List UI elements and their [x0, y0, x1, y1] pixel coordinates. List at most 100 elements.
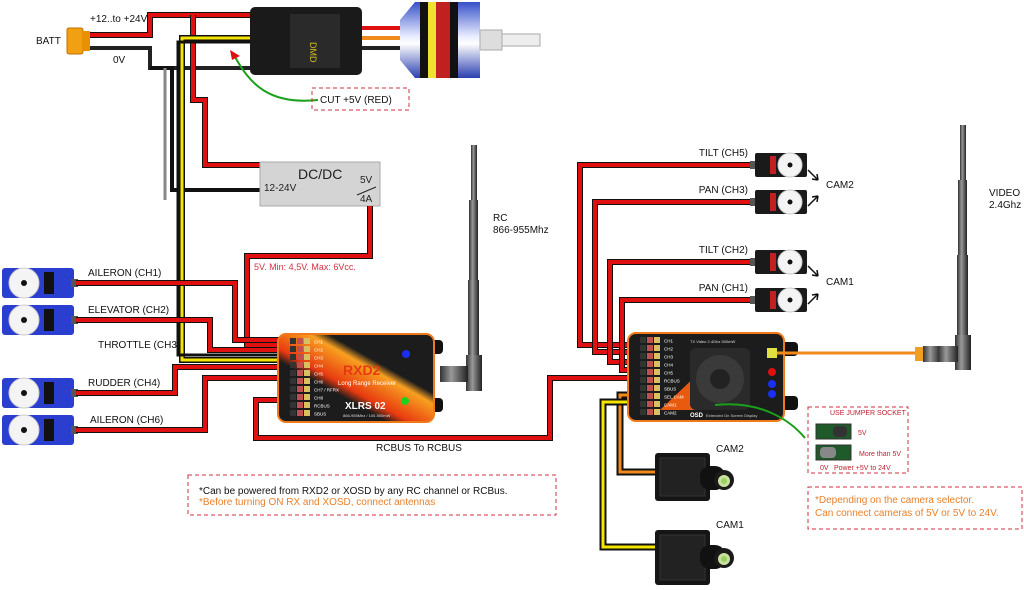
cam2-group-label: CAM2: [826, 180, 854, 191]
pin-header: CAM2: [640, 409, 677, 416]
camera-cam2-label: CAM2: [716, 444, 744, 455]
camera-cam1: [655, 530, 734, 585]
dcdc-spec: 5V. Min: 4,5V. Max: 6Vcc.: [254, 262, 356, 272]
pin-header: CH8: [290, 394, 323, 401]
servo-label: AILERON (CH1): [88, 268, 161, 279]
cut-note: CUT +5V (RED): [320, 95, 392, 106]
rc-antenna-freq: 866-955Mhz: [493, 225, 549, 236]
speed-controller: DMD: [250, 7, 362, 75]
pin-label: CH6: [314, 380, 323, 385]
jumper-opt1: 5V: [858, 430, 867, 437]
pin-header: CH6: [290, 378, 323, 385]
dcdc-converter: DC/DC 12-24V 5V 4A: [259, 161, 381, 207]
servo-label: TILT (CH2): [699, 245, 748, 256]
xosd-name: OSD: [690, 413, 704, 419]
xosd-title: TX Video 2.4Ghz 500mW: [690, 339, 736, 344]
video-antenna: [915, 125, 971, 370]
pin-header: SEL CAM: [640, 393, 684, 400]
pin-header: SBUS: [290, 410, 326, 417]
pin-label: CH4: [314, 364, 323, 369]
rc-antenna-label: RC: [493, 213, 507, 224]
gimbal-servo-wires: [577, 162, 750, 373]
positive-voltage-label: +12..to +24V: [90, 14, 148, 25]
gimbal-servos: TILT (CH5)PAN (CH3)TILT (CH2)PAN (CH1): [699, 148, 807, 313]
pin-label: CAM1: [664, 403, 677, 408]
pin-label: SBUS: [314, 412, 326, 417]
pin-label: CH3: [664, 355, 673, 360]
xosd-subtitle: Extended On Screen Display: [706, 413, 757, 418]
rcbus-label: RCBUS To RCBUS: [376, 443, 462, 454]
servo-gimbal: [750, 189, 807, 215]
pin-header: CH3: [290, 354, 323, 361]
pin-header: CH5: [290, 370, 323, 377]
xosd-board: TX Video 2.4Ghz 500mW OSD Extended On Sc…: [627, 332, 798, 422]
pin-header: CH5: [640, 369, 673, 376]
esc-brand: DMD: [308, 42, 318, 63]
jumper-pin-power: Power +5V to 24V: [834, 465, 891, 472]
led-green: [401, 397, 409, 405]
power-note-box: [187, 474, 557, 516]
camera-cam1-label: CAM1: [716, 520, 744, 531]
motor: [400, 2, 541, 78]
rc-antenna: [440, 145, 482, 391]
pin-label: CH1: [314, 340, 323, 345]
power-note: *Can be powered from RXD2 or XOSD by any…: [199, 486, 507, 497]
cam1-group-label: CAM1: [826, 277, 854, 288]
pin-header: RCBUS: [290, 402, 330, 409]
pin-label: CH1: [664, 339, 673, 344]
pin-label: RCBUS: [664, 379, 680, 384]
pin-header: CH3: [640, 353, 673, 360]
jumper-opt2: More than 5V: [859, 451, 901, 458]
ground-label: 0V: [113, 55, 126, 66]
jumper-box: USE JUMPER SOCKET 5V More than 5V 0V Pow…: [807, 406, 909, 474]
video-antenna-label: VIDEO: [989, 188, 1020, 199]
pin-label: SEL CAM: [664, 395, 684, 400]
camera-cam2: [655, 453, 734, 501]
batt-label: BATT: [36, 36, 61, 47]
rxd2-subtitle: Long Range Receiver: [338, 381, 396, 387]
pin-label: CH7 / RFRX: [314, 388, 339, 393]
servo-gimbal: [750, 287, 807, 313]
jumper-pin-0v: 0V: [820, 465, 829, 472]
pin-label: CH3: [314, 356, 323, 361]
servo-blue: [2, 414, 78, 446]
servo-label: RUDDER (CH4): [88, 378, 160, 389]
group-arrows: [807, 169, 819, 305]
servo-blue: [2, 267, 78, 299]
pin-header: CH1: [640, 337, 673, 344]
servo-label: THROTTLE (CH3): [98, 340, 180, 351]
receiver-servos: AILERON (CH1) ELEVATOR (CH2) THROTTLE (CH3…: [2, 267, 180, 446]
pin-header: CH4: [290, 362, 323, 369]
rxd2-receiver: RXD2 Long Range Receiver XLRS 02 866-955…: [277, 333, 443, 423]
servo-gimbal: [750, 249, 807, 275]
dcdc-out-v: 5V: [360, 175, 373, 186]
dcdc-title: DC/DC: [298, 166, 342, 182]
camera-wires: [599, 391, 660, 551]
receiver-servo-wires: [76, 280, 300, 433]
servo-label: ELEVATOR (CH2): [88, 305, 169, 316]
jumper-pointer: [714, 403, 806, 439]
antenna-note: *Before turning ON RX and XOSD, connect …: [199, 497, 435, 508]
video-antenna-freq: 2.4Ghz: [989, 200, 1021, 211]
dcdc-input: 12-24V: [264, 183, 297, 194]
pin-header: CAM1: [640, 401, 677, 408]
pin-header: RCBUS: [640, 377, 680, 384]
pin-header: CH2: [640, 345, 673, 352]
power-wiring: [88, 12, 405, 363]
servo-label: PAN (CH1): [699, 283, 748, 294]
pin-header: CH1: [290, 338, 323, 345]
pin-header: CH2: [290, 346, 323, 353]
pin-label: SBUS: [664, 387, 676, 392]
servo-gimbal: [750, 152, 807, 178]
pin-header: CH4: [640, 361, 673, 368]
camera-note-1: *Depending on the camera selector.: [815, 495, 974, 506]
pin-label: RCBUS: [314, 404, 330, 409]
servo-blue: [2, 377, 78, 409]
pin-label: CH2: [314, 348, 323, 353]
pin-label: CH8: [314, 396, 323, 401]
pin-label: CH4: [664, 363, 673, 368]
rxd2-spec: 866-955Mhz / 100-500mW: [343, 413, 391, 418]
pin-label: CH5: [664, 371, 673, 376]
servo-blue: [2, 304, 78, 336]
